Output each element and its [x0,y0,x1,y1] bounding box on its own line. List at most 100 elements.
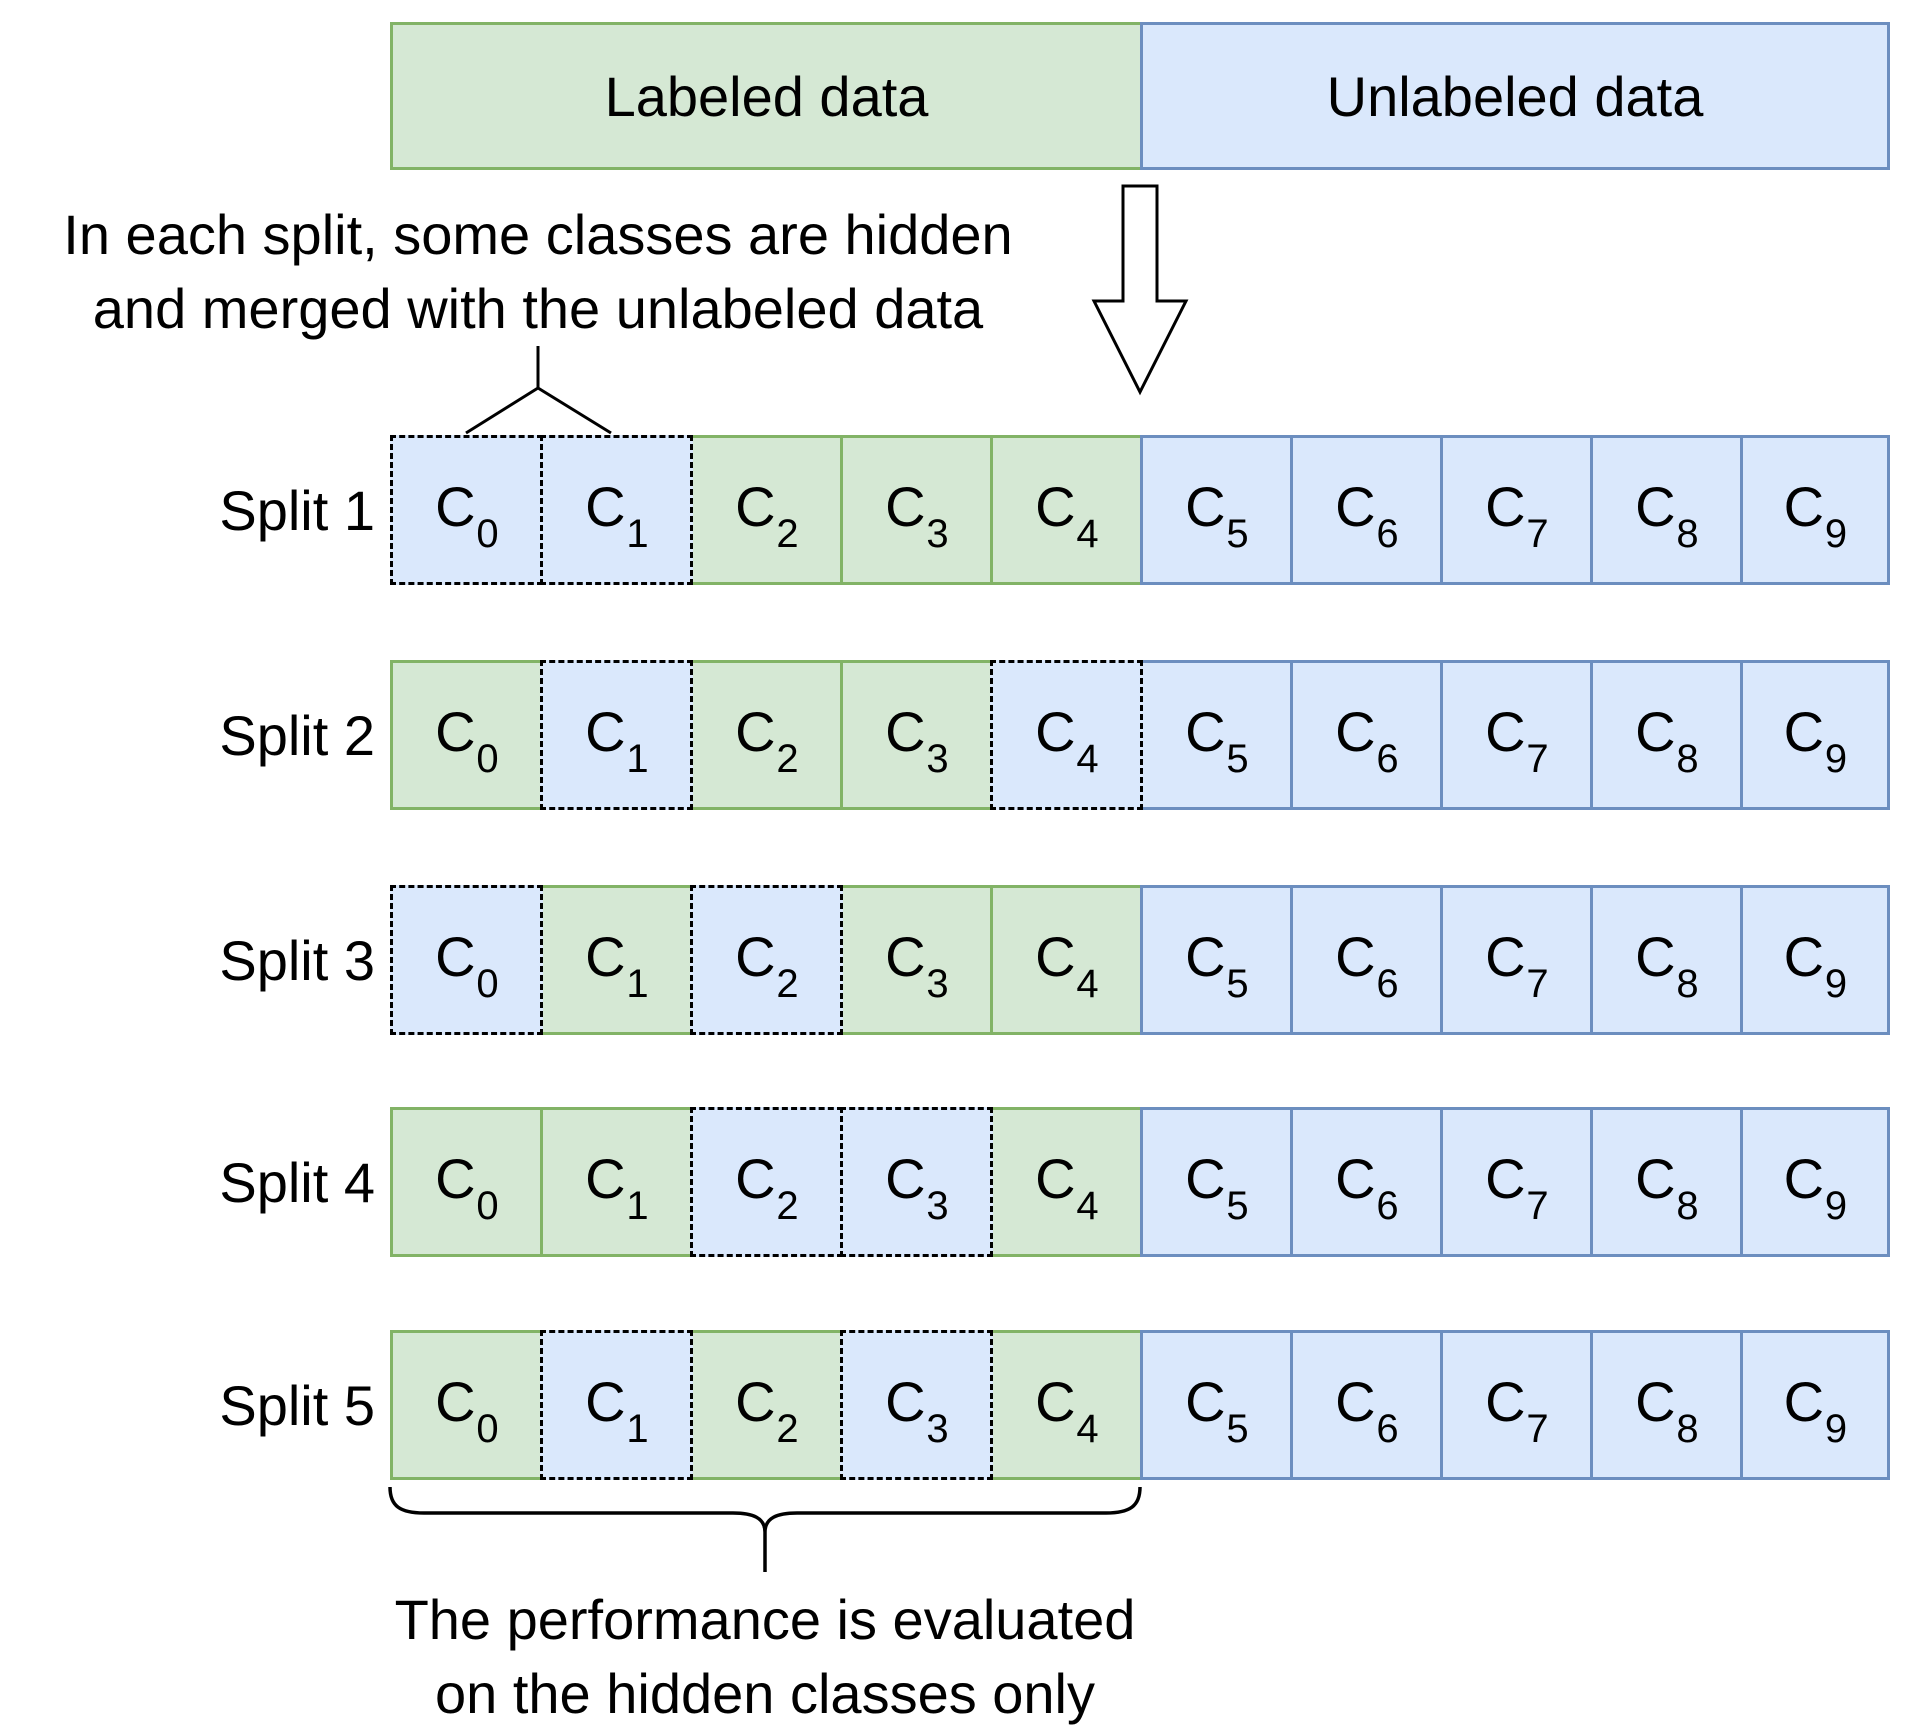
class-cell-label: C8 [1635,1370,1699,1452]
class-cell-labeled: C3 [840,435,993,585]
class-cell-labeled: C1 [540,1107,693,1257]
evaluation-note-line1: The performance is evaluated [394,1588,1136,1651]
class-cell-label: C1 [585,700,649,782]
class-cell-unlabeled: C9 [1740,1330,1890,1480]
class-cell-label: C4 [1035,700,1099,782]
class-cell-label: C7 [1485,1147,1549,1229]
class-cell-label: C3 [885,475,949,557]
class-cell-unlabeled: C7 [1440,1107,1593,1257]
class-cell-unlabeled: C5 [1140,885,1293,1035]
class-cell-label: C5 [1185,700,1249,782]
class-cell-unlabeled: C7 [1440,1330,1593,1480]
hidden-classes-note: In each split, some classes are hidden a… [0,198,1076,346]
class-cell-label: C9 [1783,1147,1848,1229]
class-cell-labeled: C0 [390,1107,543,1257]
class-cell-label: C4 [1035,1370,1099,1452]
class-cell-label: C8 [1635,475,1699,557]
split-label: Split 2 [219,703,375,767]
class-cell-labeled: C4 [990,435,1143,585]
class-cell-label: C3 [885,1370,949,1452]
class-cell-unlabeled: C9 [1740,1107,1890,1257]
class-cell-label: C0 [435,475,499,557]
class-cell-label: C4 [1035,475,1099,557]
class-cell-unlabeled: C8 [1590,660,1743,810]
class-cell-unlabeled: C6 [1290,1330,1443,1480]
evaluation-note-line2: on the hidden classes only [435,1662,1095,1725]
class-cell-label: C6 [1335,925,1399,1007]
class-cell-labeled: C2 [690,435,843,585]
class-cell-hidden: C3 [840,1107,993,1257]
class-cell-label: C5 [1185,1147,1249,1229]
class-cell-unlabeled: C6 [1290,885,1443,1035]
class-cell-unlabeled: C6 [1290,435,1443,585]
class-cell-unlabeled: C7 [1440,885,1593,1035]
unlabeled-data-label: Unlabeled data [1326,64,1704,128]
class-cell-unlabeled: C8 [1590,1107,1743,1257]
class-cell-label: C6 [1335,475,1399,557]
class-cell-label: C6 [1335,1147,1399,1229]
class-cell-label: C2 [735,1370,799,1452]
class-cell-label: C4 [1035,1147,1099,1229]
class-cell-label: C1 [585,925,649,1007]
class-cell-label: C1 [585,475,649,557]
split-label: Split 1 [219,478,375,542]
class-cell-unlabeled: C9 [1740,885,1890,1035]
class-cell-label: C3 [885,925,949,1007]
class-cell-hidden: C0 [390,885,543,1035]
class-cell-label: C5 [1185,925,1249,1007]
class-cell-unlabeled: C6 [1290,660,1443,810]
split-row: Split 5 C0 C1 C2 C3 C4 C5 C6 C7 C8 C9 [0,1330,1920,1480]
class-cell-hidden: C2 [690,1107,843,1257]
unlabeled-data-bar: Unlabeled data [1140,22,1890,170]
class-cell-label: C4 [1035,925,1099,1007]
class-cell-unlabeled: C7 [1440,435,1593,585]
class-cell-label: C3 [885,1147,949,1229]
class-cell-labeled: C2 [690,660,843,810]
class-cell-unlabeled: C8 [1590,1330,1743,1480]
class-cell-label: C7 [1485,700,1549,782]
underbrace [388,1486,1142,1533]
class-cell-labeled: C3 [840,885,993,1035]
class-cell-unlabeled: C5 [1140,435,1293,585]
class-cell-label: C1 [585,1370,649,1452]
arrow-down-icon [1091,184,1189,396]
class-cell-label: C6 [1335,700,1399,782]
class-cell-label: C9 [1783,1370,1848,1452]
class-cell-label: C5 [1185,1370,1249,1452]
class-cell-label: C9 [1783,475,1848,557]
class-cell-label: C8 [1635,700,1699,782]
class-cell-labeled: C0 [390,660,543,810]
class-cell-label: C9 [1783,700,1848,782]
labeled-data-bar: Labeled data [390,22,1143,170]
class-cell-unlabeled: C5 [1140,1330,1293,1480]
class-cell-label: C2 [735,1147,799,1229]
fork-connector-line [465,346,612,435]
class-cell-label: C8 [1635,925,1699,1007]
class-cell-hidden: C1 [540,660,693,810]
class-cell-labeled: C3 [840,660,993,810]
class-cell-hidden: C0 [390,435,543,585]
evaluation-note: The performance is evaluated on the hidd… [165,1583,1365,1731]
class-cell-labeled: C4 [990,1330,1143,1480]
split-label: Split 4 [219,1150,375,1214]
class-cell-hidden: C4 [990,660,1143,810]
hidden-classes-note-line1: In each split, some classes are hidden [63,203,1013,266]
class-cell-label: C0 [435,925,499,1007]
labeled-data-label: Labeled data [604,64,929,128]
split-row: Split 1 C0 C1 C2 C3 C4 C5 C6 C7 C8 C9 [0,435,1920,585]
class-cell-label: C2 [735,925,799,1007]
class-cell-unlabeled: C8 [1590,885,1743,1035]
class-cell-hidden: C1 [540,435,693,585]
split-label: Split 5 [219,1373,375,1437]
class-cell-hidden: C3 [840,1330,993,1480]
class-cell-label: C0 [435,1370,499,1452]
class-cell-label: C2 [735,475,799,557]
class-cell-label: C3 [885,700,949,782]
class-cell-label: C6 [1335,1370,1399,1452]
class-cell-label: C7 [1485,1370,1549,1452]
class-cell-label: C1 [585,1147,649,1229]
class-cell-label: C9 [1783,925,1848,1007]
